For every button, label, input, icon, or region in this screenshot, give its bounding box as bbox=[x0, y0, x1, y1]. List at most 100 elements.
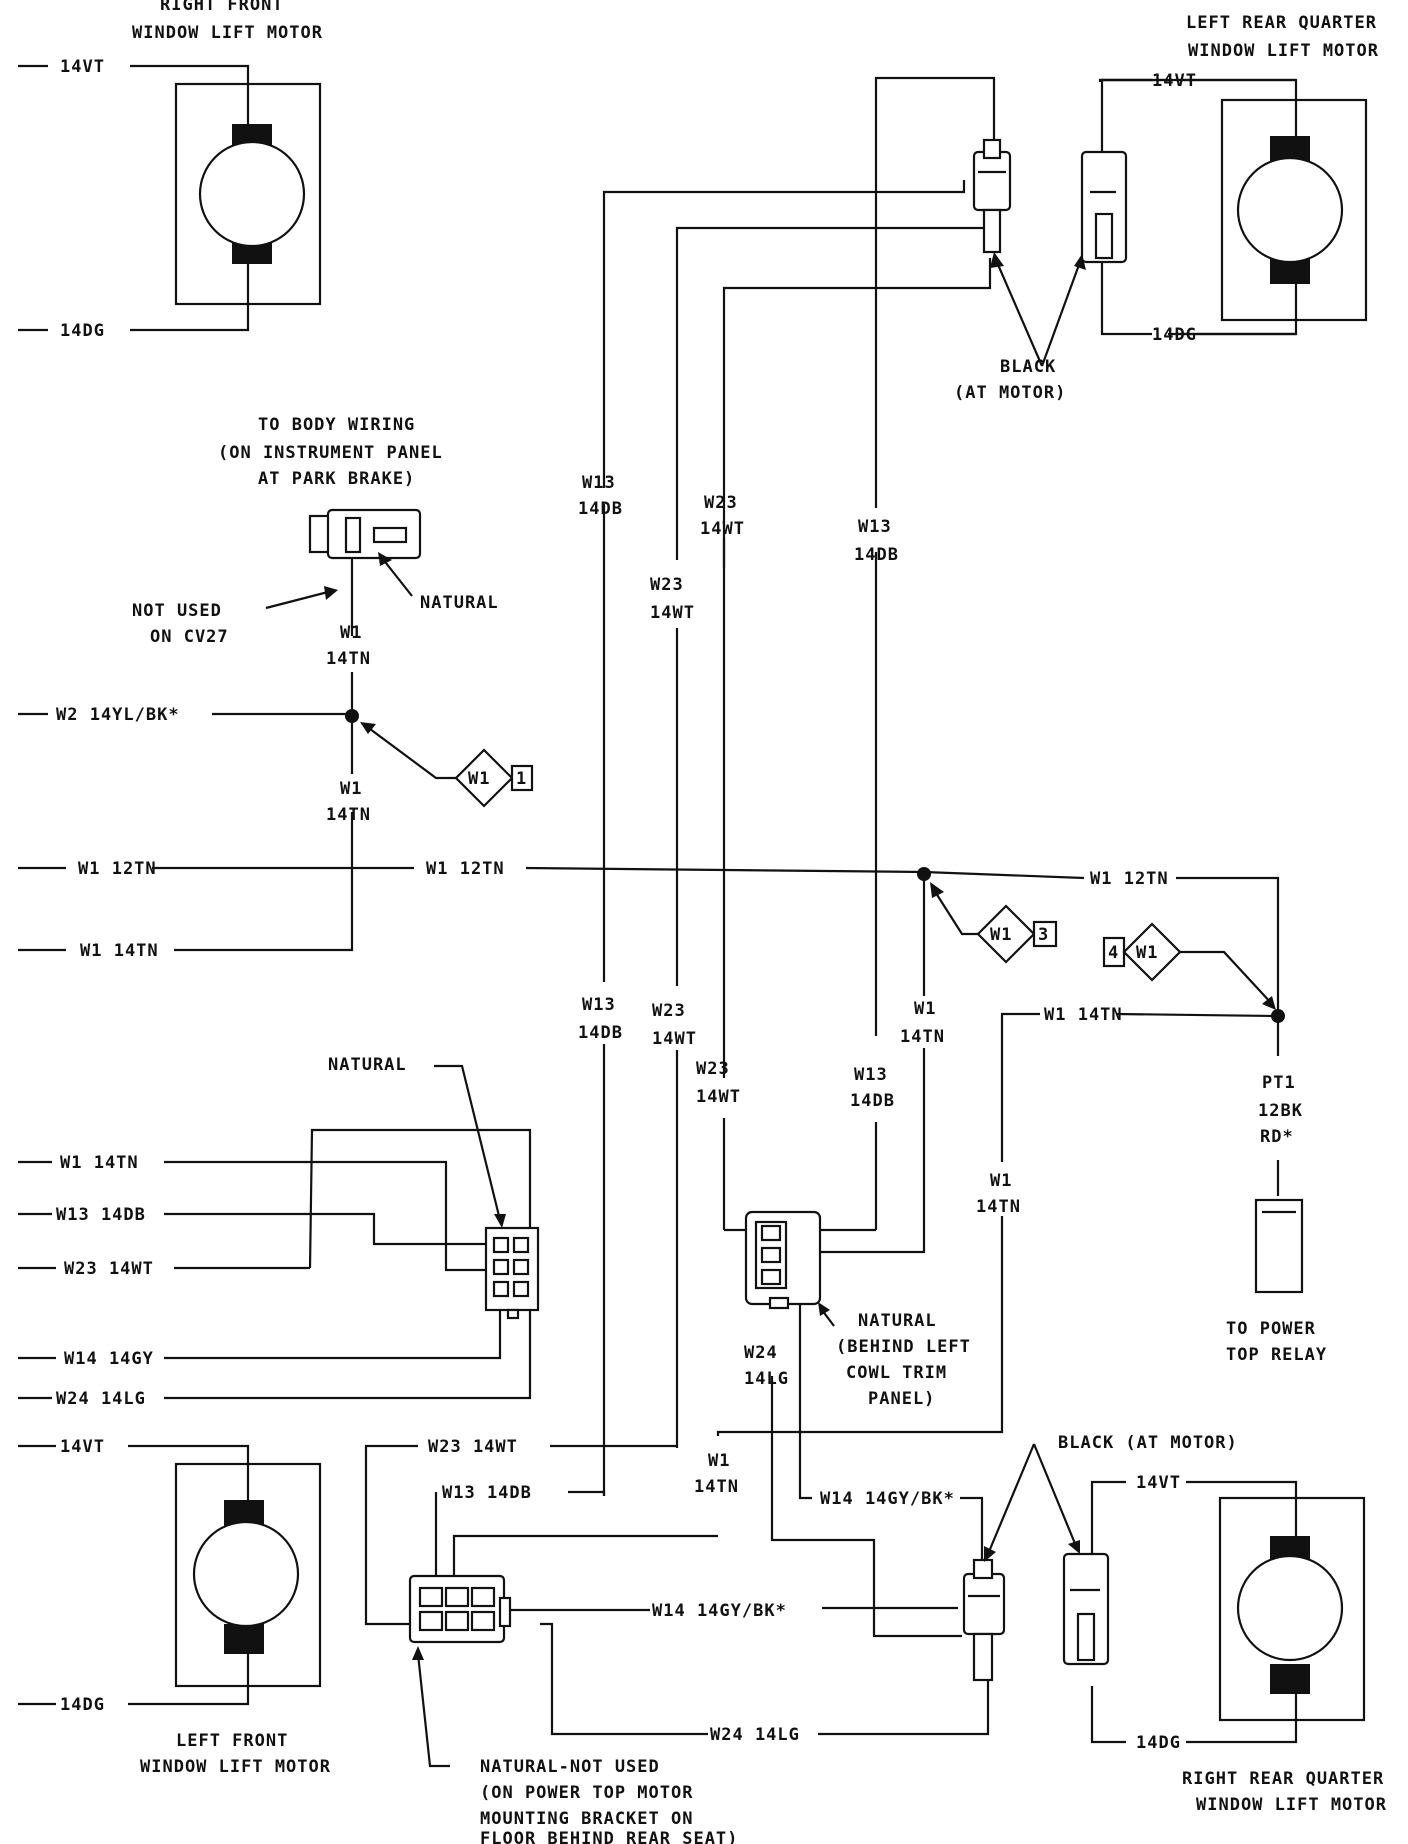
w1-14tn-left: W1 14TN bbox=[80, 941, 159, 961]
w1-14tn-right: W1 14TN bbox=[1044, 1005, 1123, 1025]
natural-top-label: NATURAL bbox=[420, 593, 499, 613]
w13-b-2: 14DB bbox=[854, 545, 899, 565]
w23-d-2: 14WT bbox=[696, 1087, 741, 1107]
power-top-relay bbox=[1254, 1198, 1304, 1294]
cowl-natural-connector bbox=[744, 1210, 822, 1310]
right-rear-quarter-motor bbox=[1218, 1496, 1366, 1722]
w13-d-1: W13 bbox=[854, 1065, 888, 1085]
black-top-label-2: (AT MOTOR) bbox=[954, 383, 1066, 403]
conn-w23-14wt: W23 14WT bbox=[64, 1259, 154, 1279]
w23-a-2: 14WT bbox=[700, 519, 745, 539]
splice-1-num: 1 bbox=[516, 769, 527, 789]
conn-w14-14gy: W14 14GY bbox=[64, 1349, 154, 1369]
w1-12tn-left: W1 12TN bbox=[78, 859, 157, 879]
lrq-connector-harness bbox=[972, 138, 1128, 264]
w1-a-2: 14TN bbox=[326, 649, 371, 669]
w1-c-2: 14TN bbox=[900, 1027, 945, 1047]
rf-motor-label-1: RIGHT FRONT bbox=[160, 0, 284, 15]
cowl-label-3: COWL TRIM bbox=[846, 1363, 947, 1383]
w1-low-1: W1 bbox=[708, 1451, 730, 1471]
w13-d-2: 14DB bbox=[850, 1091, 895, 1111]
conn-w1-14tn: W1 14TN bbox=[60, 1153, 139, 1173]
pt1-2: 12BK bbox=[1258, 1101, 1303, 1121]
w14-gybk-a: W14 14GY/BK* bbox=[820, 1489, 955, 1509]
w23-c-2: 14WT bbox=[652, 1029, 697, 1049]
w1-b-2: 14TN bbox=[326, 805, 371, 825]
splice-w1-4: 4 W1 bbox=[1102, 922, 1276, 1010]
w1-b-1: W1 bbox=[340, 779, 362, 799]
w14-gybk-b: W14 14GY/BK* bbox=[652, 1601, 787, 1621]
relay-label-1: TO POWER bbox=[1226, 1319, 1316, 1339]
body-wiring-label-3: AT PARK BRAKE) bbox=[258, 469, 415, 489]
lrq-motor-label-2: WINDOW LIFT MOTOR bbox=[1188, 41, 1379, 61]
w1-d-1: W1 bbox=[990, 1171, 1012, 1191]
natural-not-used-1: NATURAL-NOT USED bbox=[480, 1757, 660, 1777]
w24-14lg-low: W24 14LG bbox=[710, 1725, 800, 1745]
cowl-label-1: NATURAL bbox=[858, 1311, 937, 1331]
w23-b-2: 14WT bbox=[650, 603, 695, 623]
splice-3-name: W1 bbox=[990, 925, 1012, 945]
body-wiring-label-2: (ON INSTRUMENT PANEL bbox=[218, 443, 443, 463]
component-labels: RIGHT FRONT WINDOW LIFT MOTOR LEFT REAR … bbox=[132, 0, 1387, 1844]
not-used-label-1: NOT USED bbox=[132, 601, 222, 621]
w23-14wt-low: W23 14WT bbox=[428, 1437, 518, 1457]
natural-not-used-3: MOUNTING BRACKET ON bbox=[480, 1809, 693, 1829]
body-wiring-connector bbox=[308, 508, 422, 560]
lrq-motor-label-1: LEFT REAR QUARTER bbox=[1186, 13, 1377, 33]
black-top-label-1: BLACK bbox=[1000, 357, 1056, 377]
w13-a-2: 14DB bbox=[578, 499, 623, 519]
rrq-14vt: 14VT bbox=[1136, 1473, 1181, 1493]
w23-b-1: W23 bbox=[650, 575, 684, 595]
w13-c-2: 14DB bbox=[578, 1023, 623, 1043]
wire-labels: 14VT 14DG 14VT 14DG W2 14YL/BK* W1 14TN … bbox=[56, 57, 1303, 1753]
splice-4-num: 4 bbox=[1108, 943, 1119, 963]
splice-w1-1: W1 1 bbox=[360, 722, 534, 808]
lf-motor-label-1: LEFT FRONT bbox=[176, 1731, 288, 1751]
rf-motor-label-2: WINDOW LIFT MOTOR bbox=[132, 23, 323, 43]
natural-not-used-4: FLOOR BEHIND REAR SEAT) bbox=[480, 1829, 738, 1844]
w23-a-1: W23 bbox=[704, 493, 738, 513]
rf-14vt: 14VT bbox=[60, 57, 105, 77]
conn-w24-14lg: W24 14LG bbox=[56, 1389, 146, 1409]
w13-c-1: W13 bbox=[582, 995, 616, 1015]
splice-1-name: W1 bbox=[468, 769, 490, 789]
right-front-motor bbox=[174, 82, 322, 306]
lf-14vt: 14VT bbox=[60, 1437, 105, 1457]
w1-12tn-right: W1 12TN bbox=[1090, 869, 1169, 889]
w2-label: W2 14YL/BK* bbox=[56, 705, 180, 725]
lrq-14vt: 14VT bbox=[1152, 71, 1197, 91]
w13-a-1: W13 bbox=[582, 473, 616, 493]
lrq-14dg: 14DG bbox=[1152, 325, 1197, 345]
pt1-3: RD* bbox=[1260, 1127, 1294, 1147]
power-top-natural-connector bbox=[408, 1574, 512, 1644]
pt1-1: PT1 bbox=[1262, 1073, 1296, 1093]
rrq-motor-label-1: RIGHT REAR QUARTER bbox=[1182, 1769, 1384, 1789]
w23-d-1: W23 bbox=[696, 1059, 730, 1079]
left-rear-quarter-motor bbox=[1220, 98, 1368, 322]
leader-arrows bbox=[265, 252, 1086, 1768]
cowl-label-2: (BEHIND LEFT bbox=[836, 1337, 971, 1357]
w1-12tn-mid: W1 12TN bbox=[426, 859, 505, 879]
rf-14dg: 14DG bbox=[60, 321, 105, 341]
w1-a-1: W1 bbox=[340, 623, 362, 643]
w23-c-1: W23 bbox=[652, 1001, 686, 1021]
left-front-motor bbox=[174, 1462, 322, 1688]
splice-3-num: 3 bbox=[1038, 925, 1049, 945]
natural-not-used-2: (ON POWER TOP MOTOR bbox=[480, 1783, 693, 1803]
rrq-connector-harness bbox=[962, 1552, 1110, 1682]
w13-b-1: W13 bbox=[858, 517, 892, 537]
wires bbox=[18, 64, 1298, 1744]
w24-cowl-1: W24 bbox=[744, 1343, 778, 1363]
w1-low-2: 14TN bbox=[694, 1477, 739, 1497]
natural-left-label: NATURAL bbox=[328, 1055, 407, 1075]
splice-dots bbox=[345, 709, 1285, 1023]
w1-c-1: W1 bbox=[914, 999, 936, 1019]
splice-w1-3: W1 3 bbox=[930, 882, 1058, 964]
black-bottom-label: BLACK (AT MOTOR) bbox=[1058, 1433, 1238, 1453]
rrq-14dg: 14DG bbox=[1136, 1733, 1181, 1753]
w24-cowl-2: 14LG bbox=[744, 1369, 789, 1389]
splice-4-name: W1 bbox=[1136, 943, 1158, 963]
left-natural-connector bbox=[484, 1226, 540, 1320]
rrq-motor-label-2: WINDOW LIFT MOTOR bbox=[1196, 1795, 1387, 1815]
